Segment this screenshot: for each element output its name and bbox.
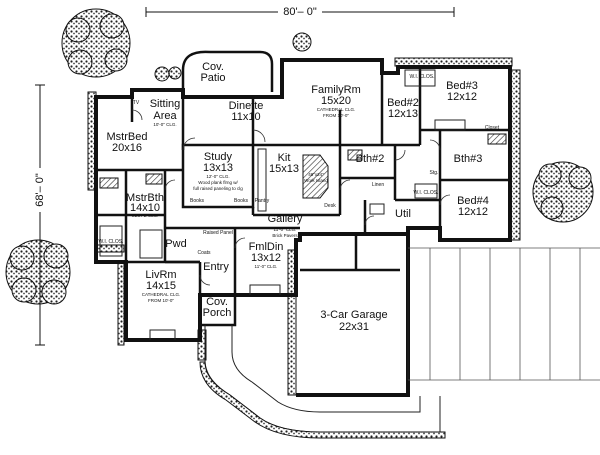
wi-clos-bed4-label: W.I. CLOS. (413, 190, 438, 196)
wi-clos-bed4 (414, 183, 438, 199)
books-label-2: Books (234, 198, 248, 204)
work-island (302, 154, 329, 199)
wi-clos-bed3-label: W.I. CLOS. (409, 74, 434, 80)
tree-right (532, 161, 594, 223)
fmldin-size: 13x12 (251, 252, 281, 264)
pantry-label: Pantry (255, 198, 270, 204)
garage-size: 22x31 (339, 321, 369, 333)
util-name: Util (395, 208, 411, 220)
door-swings (131, 109, 451, 286)
mstrbth-note: SLOPE CLG. (132, 213, 159, 218)
mstrbed-name: MstrBed (107, 131, 148, 143)
bed2-size: 12x13 (388, 108, 418, 120)
kit-name: Kit (278, 152, 291, 164)
depth-dimension-label: 68'– 0" (34, 173, 46, 207)
garage-name: 3-Car Garage (320, 309, 387, 321)
kit-note-2: Work Island (304, 178, 328, 183)
coats-label: Coats (197, 250, 211, 256)
study-walls (181, 143, 255, 209)
family-room-name: FamilyRm (311, 84, 361, 96)
dinette-size: 11x10 (231, 111, 260, 123)
study-note-2: Wood plank flrng w/ (198, 180, 238, 185)
closet-label: Closet (485, 125, 500, 131)
dimension-depth: 68'– 0" (32, 84, 46, 346)
bed4-size: 12x12 (458, 206, 488, 218)
closet-mstr (139, 229, 163, 259)
mstrbed-size: 20x16 (112, 142, 142, 154)
livrm-size: 14x15 (146, 280, 176, 292)
study-size: 13x13 (203, 162, 233, 174)
cov-porch-label-2: Porch (203, 307, 232, 319)
linen-label: Linen (372, 182, 384, 188)
bed2-name: Bed#2 (387, 97, 419, 109)
front-walkway (204, 325, 441, 433)
cov-patio-label-1: Cov. (202, 61, 224, 73)
bed3-size: 12x12 (447, 91, 477, 103)
cov-patio-outline (181, 50, 274, 92)
livrm-note-2: FROM 10'-0" (148, 298, 174, 303)
width-dimension-label: 80'– 0" (283, 6, 317, 18)
sitting-area-note: 10'-0" CLG. (153, 122, 176, 127)
sitting-area-name-2: Area (153, 110, 177, 122)
gallery-note-2: Brick Pavers (272, 233, 298, 238)
gallery-name: Gallery (268, 213, 303, 225)
fmldin-name: FmlDin (249, 241, 284, 253)
dimension-width: 80'– 0" (145, 5, 455, 18)
study-note-1: 12'-0" CLG. (206, 174, 229, 179)
raised-panel-label: Raised Panel (203, 230, 233, 236)
walkway-hedge (199, 361, 446, 439)
family-room-size: 15x20 (321, 95, 351, 107)
tub (99, 177, 119, 189)
study-note-3: full raised paneling to clg (193, 186, 243, 191)
driveway (408, 247, 600, 381)
closet-bed3 (434, 119, 466, 131)
bth3-name: Bth#3 (454, 153, 483, 165)
desk-label: Desk (324, 203, 336, 209)
entry-name: Entry (203, 261, 229, 273)
tree-top-left (61, 8, 131, 78)
hedge-top-right (394, 57, 513, 67)
tub-bth3 (487, 133, 507, 145)
bed4-name: Bed#4 (457, 195, 489, 207)
bed3-name: Bed#3 (446, 80, 478, 92)
pwd-name: Pwd (165, 238, 186, 250)
cov-porch-label-1: Cov. (206, 296, 228, 308)
dining-hutch (249, 284, 281, 295)
garage-walls (296, 232, 410, 397)
family-room-note-1: CATHEDRAL CLG. (317, 107, 356, 112)
mstrbth-size: 14x10 (130, 202, 160, 214)
tv-label: TV (133, 100, 140, 106)
livrm-name: LivRm (145, 269, 176, 281)
tree-bottom-left (5, 239, 71, 305)
tub-bth2 (347, 149, 363, 161)
books-label-1: Books (190, 198, 204, 204)
cov-patio-label-2: Patio (200, 72, 225, 84)
fmldin-note: 11'-0" CLG. (255, 264, 278, 269)
cov-porch-outline (200, 293, 237, 327)
wi-clos-mstr-label: W.I. CLOS. (98, 239, 123, 245)
kit-note-1: 48"x24" (308, 172, 324, 177)
sitting-area-name: Sitting (150, 98, 181, 110)
gallery-note-1: 11'-0" CLG. (274, 227, 297, 232)
family-room-note-2: FROM 10'-0" (323, 113, 349, 118)
dinette-name: Dinette (229, 100, 264, 112)
stg-label: Stg. (430, 170, 439, 176)
bth2-name: Bth#2 (356, 153, 385, 165)
hedge-livrm (117, 261, 125, 346)
shower (145, 173, 163, 185)
wi-clos-mstr (99, 225, 123, 257)
shrub-top (154, 32, 312, 82)
study-name: Study (204, 151, 233, 163)
washer (369, 203, 385, 215)
mstrbth-name: MstrBth (126, 192, 164, 204)
livrm-note-1: CATHEDRAL CLG. (142, 292, 181, 297)
kitchen-counter (257, 148, 267, 212)
livrm-fireplace (149, 329, 176, 340)
closet-bed2 (404, 69, 436, 87)
kit-size: 15x13 (269, 163, 299, 175)
